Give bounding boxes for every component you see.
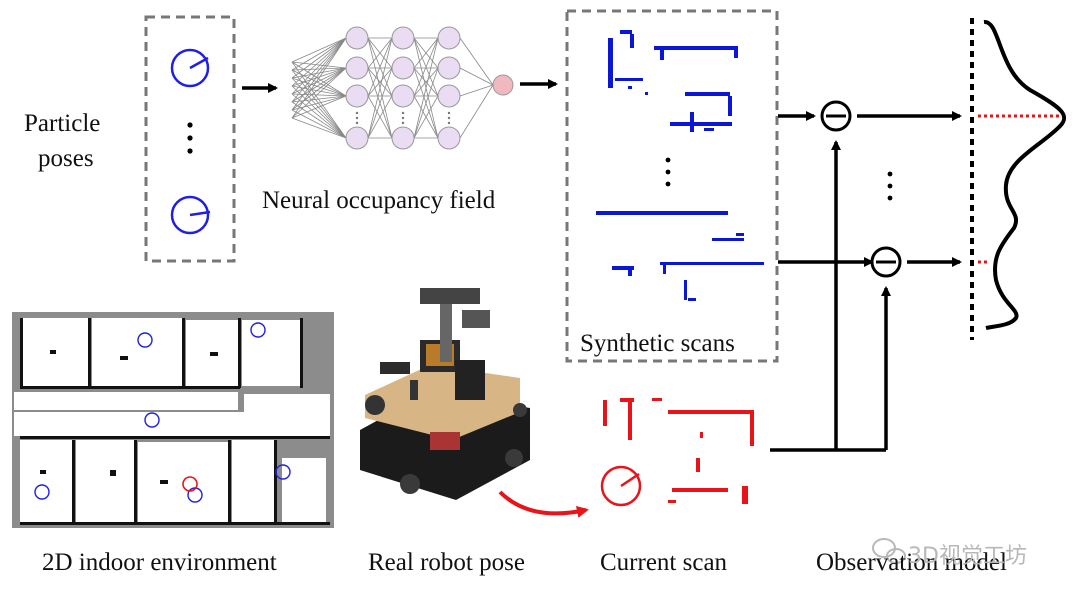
indoor-environment-label: 2D indoor environment (42, 549, 277, 576)
robot-image (360, 288, 530, 500)
synthetic-scan-top (608, 30, 738, 132)
network-edge (459, 67, 494, 86)
network-edge (291, 61, 347, 69)
network-edge (291, 37, 347, 119)
indoor-map (12, 312, 334, 528)
network-edge (291, 67, 347, 119)
network-edge (291, 95, 347, 103)
likelihood-curve (983, 20, 1067, 330)
neural-occupancy-field-label: Neural occupancy field (262, 187, 496, 214)
minus-circle-icon (820, 100, 852, 132)
particle-pose-icon (170, 48, 210, 88)
network-edge (459, 84, 494, 97)
network-edge (367, 37, 393, 139)
particle-poses-label-line1: Particle (24, 110, 101, 137)
particle-pose-icon (170, 195, 211, 235)
observation-model-label: Observation model (816, 549, 1007, 576)
current-scan-label: Current scan (600, 549, 728, 576)
synthetic-scan-bottom (596, 211, 764, 301)
network-edge (291, 37, 347, 103)
particle-poses-box (144, 15, 236, 263)
network-edge (291, 37, 347, 87)
network-edge (291, 77, 347, 97)
network-edge (367, 95, 393, 139)
network-edge (413, 37, 439, 139)
network-edge (291, 37, 347, 63)
network-edge (291, 61, 347, 97)
particle-poses-label-line2: poses (38, 145, 94, 172)
wechat-logo-icon (872, 538, 906, 564)
vertical-ellipsis-icon (665, 157, 671, 187)
network-edge (413, 37, 439, 97)
network-edge (291, 67, 347, 87)
network-edge (413, 95, 439, 139)
network-edge (413, 67, 439, 97)
network-edge (291, 37, 347, 95)
robot-pose-icon (600, 465, 642, 507)
observation-connectors (770, 111, 962, 452)
network-edge (367, 67, 393, 139)
network-edge (291, 69, 347, 97)
vertical-ellipsis-icon (887, 171, 893, 201)
network-edge (291, 95, 347, 119)
network-edge (459, 37, 494, 86)
real-robot-pose-label: Real robot pose (368, 549, 525, 576)
network-edge (291, 93, 347, 97)
synthetic-scans-box (565, 9, 779, 363)
network-edge (291, 117, 347, 139)
network-edge (291, 85, 347, 139)
network-edge (291, 37, 347, 111)
network-edge (291, 37, 347, 79)
network-edge (291, 67, 347, 103)
red-curved-arrow (498, 490, 589, 518)
network-edge (291, 67, 347, 79)
network-edge (367, 37, 393, 69)
network-edge (291, 67, 347, 71)
network-edge (291, 109, 347, 139)
network-edge (291, 67, 347, 111)
network-edge (291, 95, 347, 111)
network-edge (291, 67, 347, 95)
vertical-ellipsis-icon (187, 122, 193, 154)
network-edge (367, 67, 393, 97)
watermark-text: 3D视觉工坊 (908, 544, 1027, 569)
network-edge (413, 67, 439, 139)
synthetic-scans-label: Synthetic scans (580, 330, 735, 357)
neural-network-icon (291, 26, 514, 150)
network-edge (413, 37, 439, 69)
current-scan (600, 398, 754, 507)
network-edge (459, 84, 494, 139)
network-edge (291, 37, 347, 71)
minus-circle-icon (870, 246, 902, 278)
network-edge (367, 37, 393, 97)
network-edge (291, 85, 347, 97)
